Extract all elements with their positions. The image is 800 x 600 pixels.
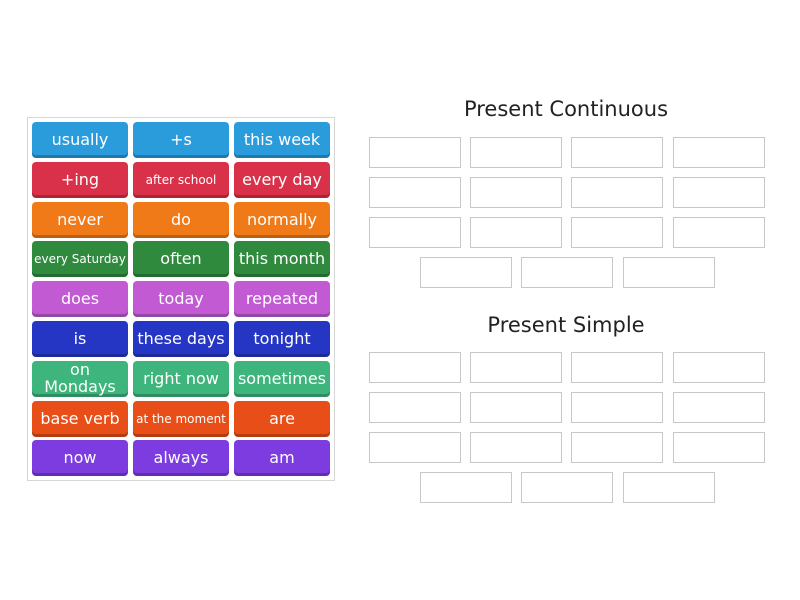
drop-slot[interactable] (571, 177, 663, 208)
word-tile[interactable]: sometimes (234, 361, 330, 397)
drop-slot[interactable] (369, 392, 461, 423)
word-tile[interactable]: normally (234, 202, 330, 238)
word-tile[interactable]: does (32, 281, 128, 317)
drop-slot[interactable] (673, 217, 765, 248)
drop-slot[interactable] (623, 257, 715, 288)
word-tile[interactable]: never (32, 202, 128, 238)
drop-slot[interactable] (571, 217, 663, 248)
drop-slot[interactable] (571, 137, 663, 168)
drop-slot[interactable] (521, 472, 613, 503)
drop-slot[interactable] (470, 352, 562, 383)
drop-slot[interactable] (420, 257, 512, 288)
drop-slot[interactable] (673, 137, 765, 168)
drop-slot[interactable] (521, 257, 613, 288)
drop-slot[interactable] (673, 177, 765, 208)
drop-slot[interactable] (571, 352, 663, 383)
word-tile[interactable]: am (234, 440, 330, 476)
word-tile[interactable]: this week (234, 122, 330, 158)
drop-slot[interactable] (623, 472, 715, 503)
drop-slot[interactable] (369, 352, 461, 383)
drop-slot[interactable] (673, 392, 765, 423)
word-tile[interactable]: after school (133, 162, 229, 198)
word-tile[interactable]: every day (234, 162, 330, 198)
word-tile[interactable]: always (133, 440, 229, 476)
word-tile[interactable]: this month (234, 241, 330, 277)
group-title-present-continuous: Present Continuous (463, 97, 669, 121)
word-tile[interactable]: today (133, 281, 229, 317)
word-tile[interactable]: now (32, 440, 128, 476)
drop-slot[interactable] (470, 432, 562, 463)
drop-slot[interactable] (369, 217, 461, 248)
drop-slot[interactable] (470, 217, 562, 248)
word-tile[interactable]: repeated (234, 281, 330, 317)
word-tile[interactable]: every Saturday (32, 241, 128, 277)
word-tile[interactable]: are (234, 401, 330, 437)
word-tile[interactable]: at the moment (133, 401, 229, 437)
drop-slot[interactable] (420, 472, 512, 503)
word-tile[interactable]: +s (133, 122, 229, 158)
word-tile[interactable]: +ing (32, 162, 128, 198)
drop-slot[interactable] (470, 392, 562, 423)
drop-slot[interactable] (673, 432, 765, 463)
word-tile[interactable]: is (32, 321, 128, 357)
word-tile[interactable]: often (133, 241, 229, 277)
drop-slot[interactable] (369, 432, 461, 463)
group-title-present-simple: Present Simple (487, 313, 645, 337)
word-tile[interactable]: tonight (234, 321, 330, 357)
drop-slot[interactable] (673, 352, 765, 383)
word-tile[interactable]: usually (32, 122, 128, 158)
word-tile[interactable]: base verb (32, 401, 128, 437)
drop-slot[interactable] (369, 177, 461, 208)
drop-slot[interactable] (470, 137, 562, 168)
word-tile[interactable]: these days (133, 321, 229, 357)
drop-slot[interactable] (571, 392, 663, 423)
word-tile[interactable]: on Mondays (32, 361, 128, 397)
drop-slot[interactable] (571, 432, 663, 463)
word-tile[interactable]: do (133, 202, 229, 238)
drop-slot[interactable] (470, 177, 562, 208)
drop-slot[interactable] (369, 137, 461, 168)
word-tile[interactable]: right now (133, 361, 229, 397)
